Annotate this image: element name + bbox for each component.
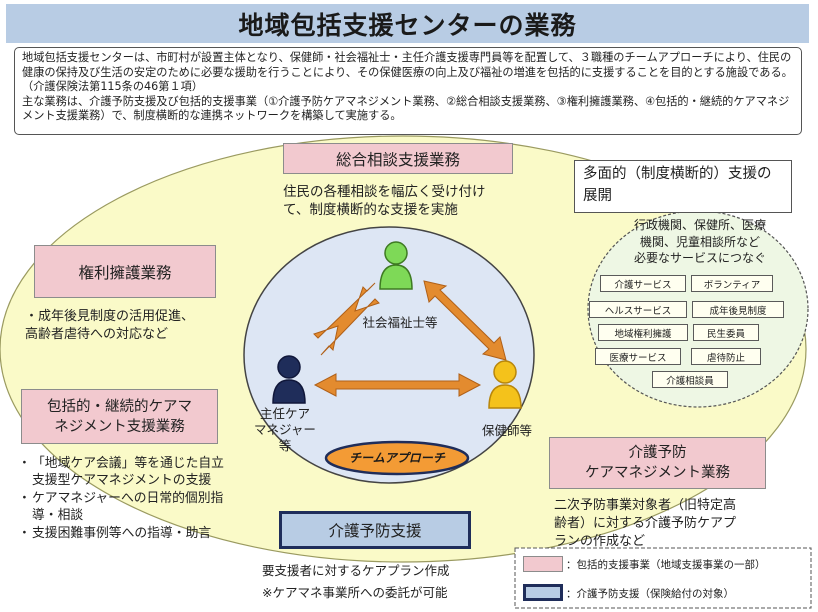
shunin-label-line2: マネジャー — [254, 422, 316, 437]
yobo-cm-label-box: 介護予防 ケアマネジメント業務 — [549, 437, 766, 489]
team-arrows — [313, 280, 507, 397]
yobo-cm-desc-line3: ランの作成など — [554, 534, 646, 549]
sogo-desc-line2: て、制度横断的な支援を実施 — [283, 202, 458, 218]
intro-box: 地域包括支援センターは、市町村が設置主体となり、保健師・社会福祉士・主任介護支援… — [14, 47, 802, 135]
person-shakai-icon — [379, 241, 413, 290]
intro-paragraph-1: 地域包括支援センターは、市町村が設置主体となり、保健師・社会福祉士・主任介護支援… — [22, 51, 793, 94]
team-ellipse — [243, 226, 535, 484]
yobo-shien-desc-line2: ※ケアマネ事業所への委託が可能 — [262, 585, 448, 600]
shunin-label: 主任ケア マネジャー 等 — [240, 406, 330, 454]
service-tag: 介護サービス — [600, 275, 686, 292]
tamen-desc-line1: 行政機関、保健所、医療 — [633, 218, 766, 232]
hokatsu-label-box: 包括的・継続的ケアマ ネジメント支援業務 — [21, 389, 218, 444]
hokatsu-label-line2: ネジメント支援業務 — [54, 418, 185, 435]
legend-blue-text: ：介護予防支援（保険給付の対象） — [566, 588, 734, 600]
service-tag: 虐待防止 — [691, 348, 761, 365]
sogo-desc: 住民の各種相談を幅広く受け付け て、制度横断的な支援を実施 — [283, 183, 543, 219]
tamen-label: 多面的（制度横断的）支援の展開 — [583, 166, 772, 204]
legend-blue-swatch — [523, 584, 563, 601]
kenri-label: 権利擁護業務 — [78, 263, 172, 282]
intro-paragraph-2: 主な業務は、介護予防支援及び包括的支援事業（①介護予防ケアマネジメント業務、②総… — [22, 94, 790, 123]
sogo-label: 総合相談支援業務 — [335, 150, 460, 169]
yobo-shien-desc-line1: 要支援者に対するケアプラン作成 — [262, 563, 450, 578]
hokatsu-label-line1: 包括的・継続的ケアマ — [47, 398, 192, 415]
team-approach-label: チームアプローチ — [349, 451, 445, 465]
service-tag: 介護相談員 — [652, 371, 728, 388]
arrow-shakai-shunin — [313, 282, 380, 356]
sogo-label-box: 総合相談支援業務 — [283, 143, 513, 174]
person-hokenshi-icon — [488, 360, 522, 409]
shakai-label: 社会福祉士等 — [362, 315, 438, 330]
legend-box — [514, 547, 812, 609]
service-tag: ボランティア — [691, 275, 773, 292]
yobo-cm-desc: 二次予防事業対象者（旧特定高 齢者）に対する介護予防ケアプ ランの作成など — [554, 497, 794, 551]
yobo-cm-desc-line1: 二次予防事業対象者（旧特定高 — [554, 498, 737, 513]
kenri-desc-line1: ・成年後見制度の活用促進、 — [25, 309, 195, 324]
team-approach-oval — [324, 440, 470, 476]
service-tag: 医療サービス — [595, 348, 681, 365]
yobo-shien-desc: 要支援者に対するケアプラン作成 ※ケアマネ事業所への委託が可能 — [262, 560, 512, 604]
service-tag: 地域権利擁護 — [598, 324, 688, 341]
page-title: 地域包括支援センターの業務 — [6, 4, 809, 43]
arrow-shunin-hokenshi — [313, 373, 482, 397]
service-tag: ヘルスサービス — [589, 301, 687, 318]
hokatsu-item: ケアマネジャーへの日常的個別指導・相談 — [18, 490, 230, 525]
service-tag: 成年後見制度 — [692, 301, 784, 318]
yobo-shien-label-box: 介護予防支援 — [279, 511, 471, 549]
legend-pink-text: ：包括的支援事業（地域支援事業の一部） — [566, 559, 766, 571]
service-tag: 民生委員 — [693, 324, 759, 341]
hokatsu-item: 「地域ケア会議」等を通じた自立支援型ケアマネジメントの支援 — [18, 455, 230, 490]
hokatsu-list: 「地域ケア会議」等を通じた自立支援型ケアマネジメントの支援 ケアマネジャーへの日… — [18, 455, 230, 542]
yobo-cm-label-line1: 介護予防 — [628, 445, 687, 461]
tamen-desc-line2: 機関、児童相談所など — [639, 234, 760, 249]
legend-pink-swatch — [523, 556, 563, 572]
hokatsu-item: 支援困難事例等への指導・助言 — [18, 525, 230, 543]
sogo-desc-line1: 住民の各種相談を幅広く受け付け — [283, 184, 486, 200]
kenri-label-box: 権利擁護業務 — [34, 245, 216, 298]
shunin-label-line1: 主任ケア — [259, 406, 310, 421]
kenri-desc: ・成年後見制度の活用促進、 高齢者虐待への対応など — [25, 308, 255, 344]
tamen-desc-line3: 必要なサービスにつなぐ — [633, 251, 766, 265]
shunin-label-line3: 等 — [278, 438, 292, 453]
yobo-shien-label: 介護予防支援 — [328, 522, 422, 540]
kenri-desc-line2: 高齢者虐待への対応など — [25, 327, 169, 342]
hokenshi-label: 保健師等 — [481, 423, 532, 438]
yobo-cm-desc-line2: 齢者）に対する介護予防ケアプ — [554, 516, 737, 531]
person-shunin-icon — [272, 355, 306, 404]
tamen-label-box: 多面的（制度横断的）支援の展開 — [574, 160, 792, 213]
tamen-desc: 行政機関、保健所、医療 機関、児童相談所など 必要なサービスにつなぐ — [600, 217, 800, 267]
yobo-cm-label-line2: ケアマネジメント業務 — [585, 465, 730, 481]
arrow-shakai-hokenshi — [423, 280, 507, 361]
